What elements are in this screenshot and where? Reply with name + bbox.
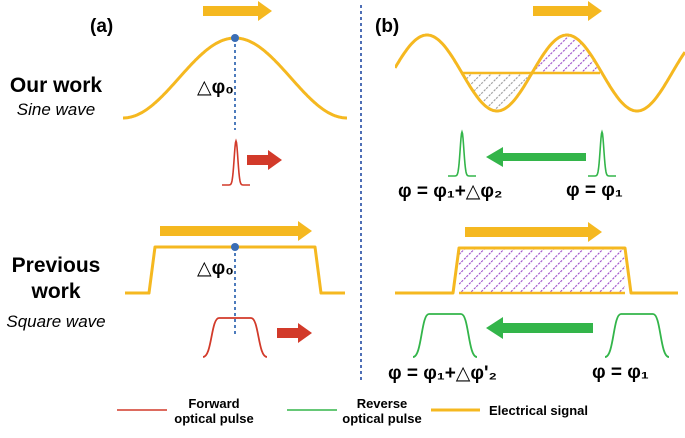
reverse-pulse-b-top-left: [448, 129, 476, 177]
legend-forward-label: Forward optical pulse: [172, 396, 256, 426]
row-title-work: work: [31, 280, 81, 303]
forward-pulse-a-bottom: [202, 317, 268, 358]
forward-arrow-a-top: [247, 150, 282, 170]
electrical-arrow-a-bottom: [160, 221, 312, 241]
phase-marker-dot-a-top: [231, 34, 239, 42]
row-title-previous: Previous: [11, 254, 101, 277]
forward-arrow-a-bottom: [277, 323, 312, 343]
electrical-arrow-b-bottom: [465, 222, 602, 242]
legend-forward-line1: Forward: [188, 396, 240, 411]
electrical-arrow-a-top: [203, 1, 272, 21]
legend-reverse-label: Reverse optical pulse: [340, 396, 424, 426]
reverse-pulse-b-bottom-left: [412, 313, 478, 358]
phase-label-top-right: φ = φ₁: [566, 180, 623, 201]
phase-label-bottom-left: φ = φ₁+△φ'₂: [388, 363, 497, 384]
row-subtitle-sine-wave: Sine wave: [16, 100, 96, 119]
phase-label-top-left: φ = φ₁+△φ₂: [398, 181, 503, 202]
panel-b-label: (b): [375, 16, 400, 37]
reverse-pulse-b-top-right: [588, 129, 616, 177]
reverse-arrow-b-top: [486, 147, 586, 167]
legend-forward-line2: optical pulse: [174, 411, 254, 426]
legend-reverse-line2: optical pulse: [342, 411, 422, 426]
legend-electrical-label: Electrical signal: [489, 403, 588, 418]
hatched-area-negative: [462, 73, 532, 111]
row-subtitle-square-wave: Square wave: [6, 312, 106, 331]
forward-pulse-a-top: [222, 138, 250, 186]
electrical-arrow-b-top: [533, 1, 602, 21]
reverse-arrow-b-bottom: [486, 317, 593, 339]
reverse-pulse-b-bottom-right: [604, 313, 670, 358]
delta-phi-label-top: △φ₀: [197, 77, 234, 98]
phase-label-bottom-right: φ = φ₁: [592, 362, 649, 383]
legend-reverse-line1: Reverse: [356, 396, 408, 411]
panel-a-label: (a): [90, 16, 114, 37]
phase-marker-dot-a-bottom: [231, 243, 239, 251]
hatched-area-positive: [532, 35, 602, 73]
row-title-our-work: Our work: [9, 74, 103, 97]
delta-phi-label-bottom: △φ₀: [197, 258, 234, 279]
square-wave-b: [395, 246, 678, 295]
hatched-area-square: [459, 248, 625, 293]
sine-wave-b: [395, 33, 685, 113]
